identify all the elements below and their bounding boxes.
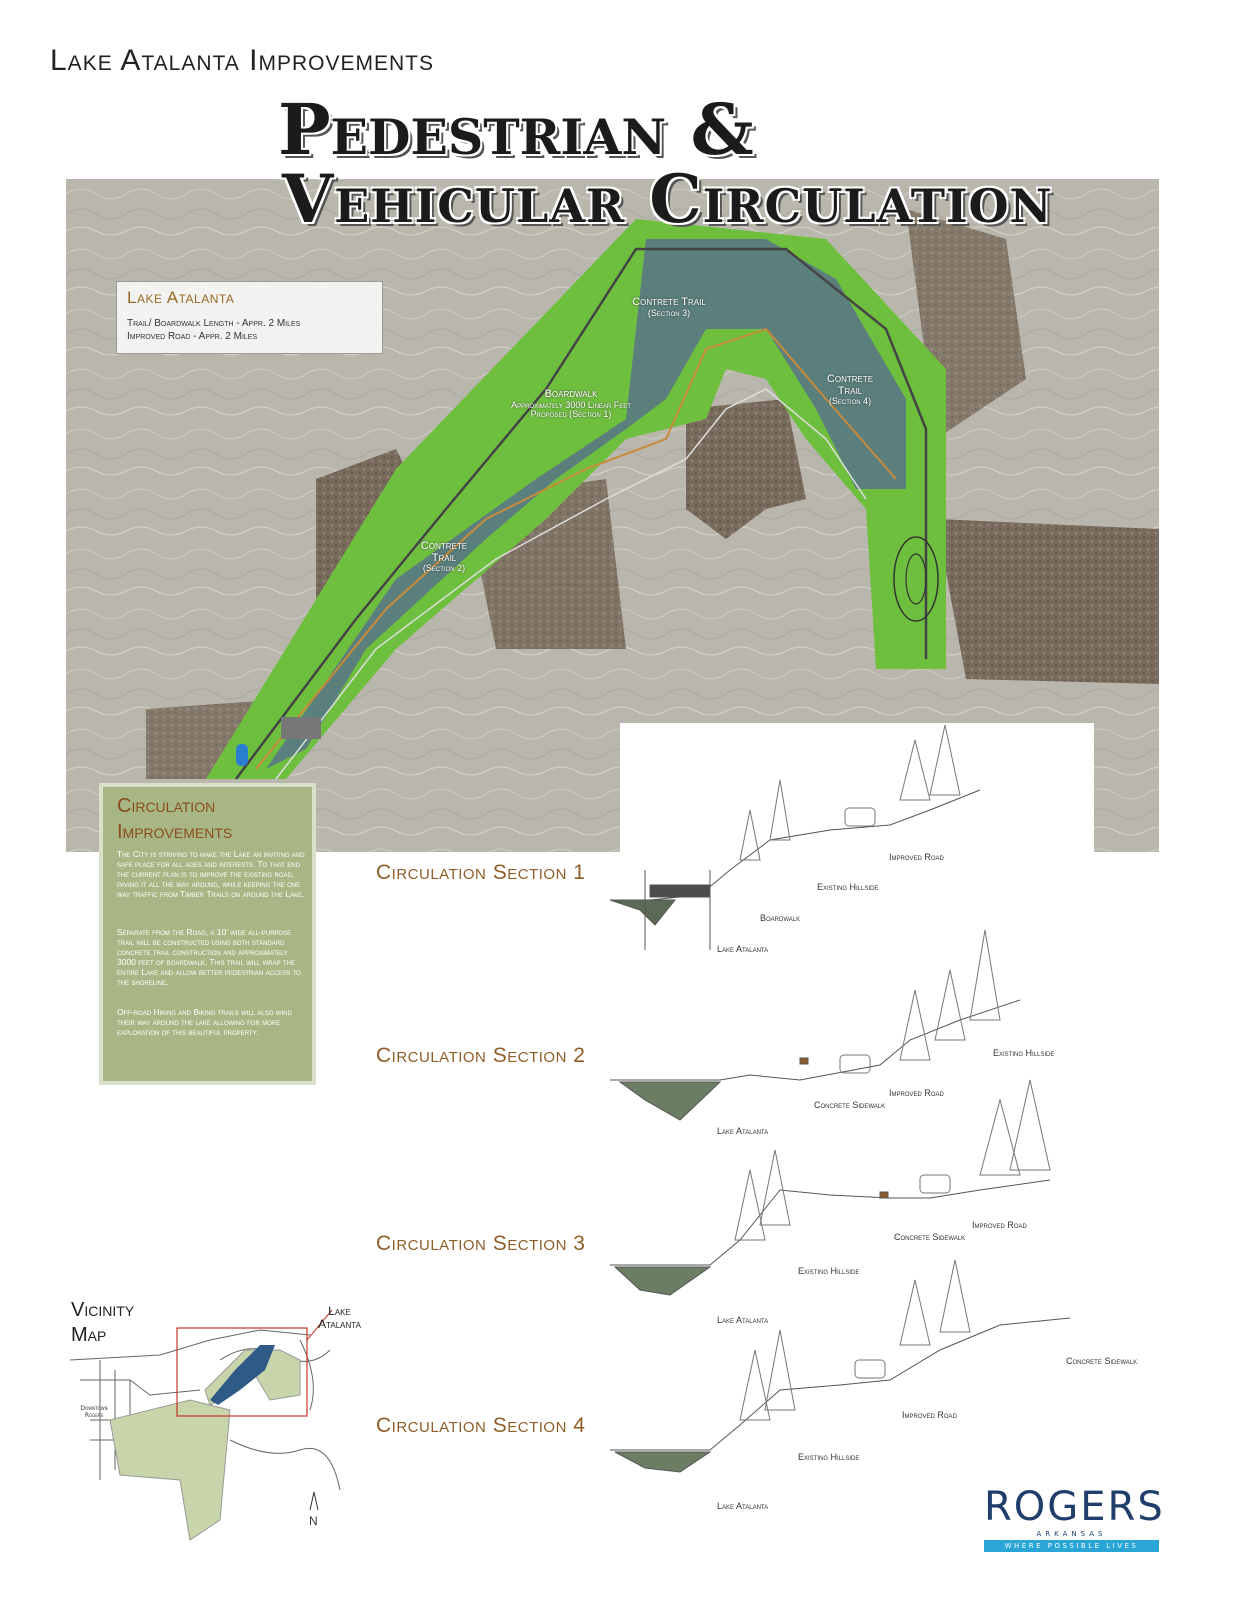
map-label-boardwalk: Boardwalk Approximately 3000 Linear Feet…: [501, 388, 641, 419]
section-2-title: Circulation Section 2: [376, 1044, 586, 1067]
map-label-main: Contrete Trail: [632, 296, 706, 308]
cross-section-drawings: [609, 724, 1071, 1473]
circulation-improvements-panel: Circulation Improvements The City is str…: [99, 783, 316, 1085]
north-arrow-label: N: [309, 1514, 318, 1528]
circulation-title: Circulation Improvements: [117, 795, 233, 843]
circulation-paragraph-1: The City is striving to make the Lake an…: [117, 849, 305, 899]
map-label-main: Contrete Trail: [420, 540, 468, 564]
section-3-label: Lake Atalanta: [717, 1315, 769, 1325]
section-drawing-backdrop: [620, 723, 1094, 858]
section-1-label: Boardwalk: [760, 913, 801, 923]
info-box-title: Lake Atalanta: [127, 288, 235, 307]
map-label-trail-section-2: Contrete Trail (Section 2): [411, 540, 477, 574]
map-label-main: Boardwalk: [544, 388, 598, 400]
vicinity-downtown-label: Downtown Rogers: [80, 1405, 108, 1419]
aerial-map-graphic: [66, 179, 1159, 852]
section-1-label: Improved Road: [889, 852, 944, 862]
map-label-sub: (Section 4): [828, 396, 872, 407]
logo-wordmark: ROGERS: [984, 1484, 1165, 1530]
logo-subtitle: ARKANSAS: [1036, 1530, 1107, 1538]
info-box: Lake Atalanta Trail/ Boardwalk Length - …: [116, 281, 383, 354]
page-kicker: Lake Atalanta Improvements: [50, 44, 434, 77]
info-box-road-length: Improved Road - Appr. 2 Miles: [127, 331, 258, 342]
section-2-label: Existing Hillside: [993, 1048, 1055, 1058]
rogers-logo: ROGERS ARKANSAS WHERE POSSIBLE LIVES: [984, 1484, 1165, 1556]
section-3-label: Existing Hillside: [798, 1266, 860, 1276]
vicinity-lake-label: Lake Atalanta: [318, 1304, 361, 1331]
map-label-sub: (Section 2): [422, 563, 466, 574]
aerial-site-map: Lake Atalanta Trail/ Boardwalk Length - …: [66, 179, 1159, 852]
map-label-main: Contrete Trail: [826, 373, 874, 397]
section-1-title: Circulation Section 1: [376, 861, 586, 884]
section-3-label: Concrete Sidewalk: [894, 1232, 966, 1242]
map-label-trail-section-3: Contrete Trail (Section 3): [614, 296, 724, 318]
map-label-trail-section-4: Contrete Trail (Section 4): [814, 373, 886, 407]
circulation-paragraph-2: Separate from the Road, a 10' wide all-p…: [117, 927, 301, 987]
section-1-label: Existing Hillside: [817, 882, 879, 892]
info-box-trail-length: Trail/ Boardwalk Length - Appr. 2 Miles: [127, 318, 301, 329]
vicinity-map: N: [70, 1309, 341, 1541]
map-label-sub: Approximately 3000 Linear Feet Proposed …: [511, 399, 631, 419]
section-4-title: Circulation Section 4: [376, 1414, 586, 1437]
section-1-label: Lake Atalanta: [717, 944, 769, 954]
section-4-label: Existing Hillside: [798, 1452, 860, 1462]
title-line-1: Pedestrian &: [278, 88, 754, 171]
map-label-sub: (Section 3): [647, 307, 691, 318]
section-4-label: Improved Road: [902, 1410, 957, 1420]
section-2-label: Improved Road: [889, 1088, 944, 1098]
section-4-label: Concrete Sidewalk: [1066, 1356, 1138, 1366]
section-2-label: Concrete Sidewalk: [814, 1100, 886, 1110]
section-4-label: Lake Atalanta: [717, 1501, 769, 1511]
logo-tagline: WHERE POSSIBLE LIVES: [984, 1540, 1159, 1552]
section-3-label: Improved Road: [972, 1220, 1027, 1230]
circulation-paragraph-3: Off-road Hiking and Biking trails will a…: [117, 1007, 292, 1037]
section-3-title: Circulation Section 3: [376, 1232, 586, 1255]
section-2-label: Lake Atalanta: [717, 1126, 769, 1136]
title-line-2: Vehicular Circulation: [282, 160, 1053, 238]
vicinity-map-title: Vicinity Map: [71, 1299, 135, 1346]
